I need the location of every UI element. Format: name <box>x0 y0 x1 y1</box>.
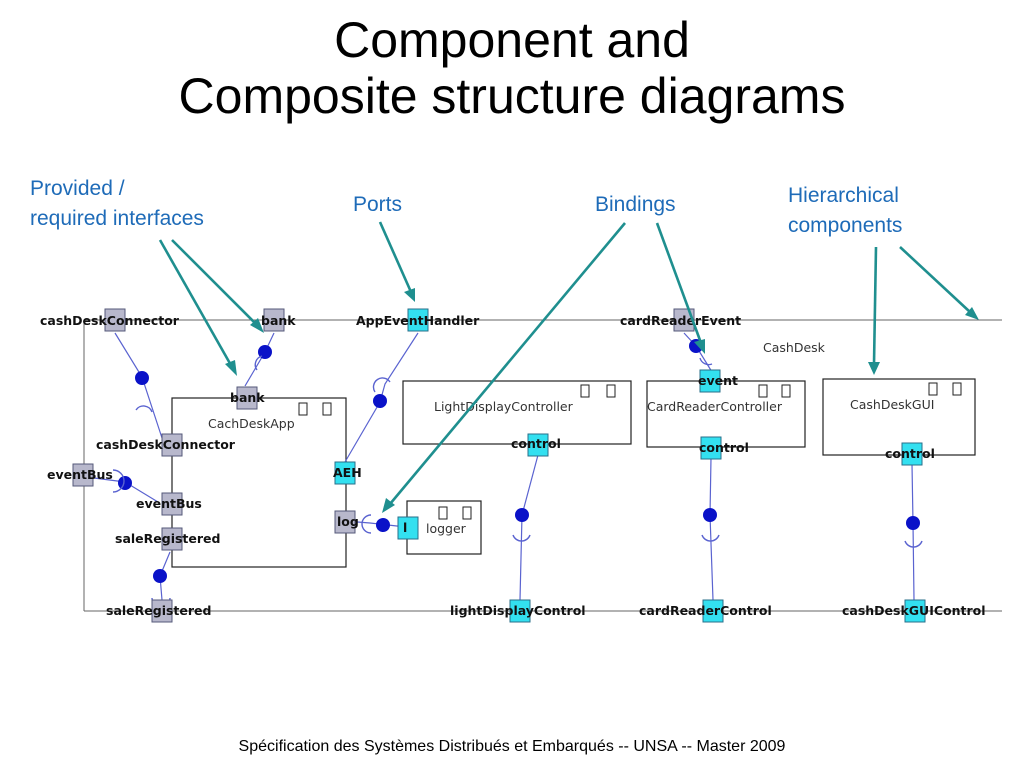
port-cardreaderevent-outer-label: cardReaderEvent <box>620 313 741 328</box>
port-lightdisplaycontrol-outer-label: lightDisplayControl <box>450 603 586 618</box>
port-bank-outer[interactable] <box>263 308 285 332</box>
port-bank-inner-label: bank <box>230 390 265 405</box>
port-cashdeskconnector-outer-label: cashDeskConnector <box>40 313 180 328</box>
port-cashdeskconnector-inner[interactable] <box>161 433 183 457</box>
port-logger-label: l <box>403 520 407 535</box>
title-line-2: Composite structure diagrams <box>178 68 846 124</box>
port-cashdeskguicontrol-outer[interactable] <box>904 599 926 623</box>
port-lightdisplaycontrol-outer[interactable] <box>509 599 531 623</box>
port-eventbus-inner-label: eventBus <box>136 496 202 511</box>
port-eventbus-outer[interactable] <box>72 463 94 487</box>
port-appeventhandler-outer-label: AppEventHandler <box>356 313 480 328</box>
port-aeh-label: AEH <box>333 465 362 480</box>
component-logger[interactable] <box>406 500 482 555</box>
component-cashdeskapp[interactable] <box>171 397 347 568</box>
port-bank-inner[interactable] <box>236 386 258 410</box>
title-line-1: Component and <box>334 12 690 68</box>
port-cashdeskguicontrol-outer-label: cashDeskGUIControl <box>842 603 986 618</box>
port-saleregistered-outer[interactable] <box>151 599 173 623</box>
port-cardreadercontrol-outer[interactable] <box>702 599 724 623</box>
component-cashdeskapp-label: CachDeskApp <box>208 416 295 431</box>
port-control-lightdisplay-label: control <box>511 436 561 451</box>
provided-interface-balls <box>118 339 920 583</box>
port-logger[interactable] <box>397 516 419 540</box>
port-eventbus-outer-label: eventBus <box>47 467 113 482</box>
callout-hierarchical-line-2: components <box>788 214 903 237</box>
callout-arrows <box>158 221 979 513</box>
port-control-lightdisplay[interactable] <box>527 433 549 457</box>
callout-interfaces: Provided / required interfaces <box>30 174 204 234</box>
port-eventbus-inner[interactable] <box>161 492 183 516</box>
port-saleregistered-inner[interactable] <box>161 527 183 551</box>
port-cashdeskconnector-outer[interactable] <box>104 308 126 332</box>
component-lightdisplaycontroller[interactable] <box>402 380 632 445</box>
port-log[interactable] <box>334 510 356 534</box>
port-saleregistered-inner-label: saleRegistered <box>115 531 220 546</box>
slide-footer: Spécification des Systèmes Distribués et… <box>238 738 786 755</box>
port-aeh[interactable] <box>334 461 356 485</box>
callout-hierarchical: Hierarchical components <box>788 181 902 241</box>
port-event-label: event <box>698 373 738 388</box>
port-cardreaderevent-outer[interactable] <box>673 308 695 332</box>
component-cardreadercontroller[interactable] <box>646 380 806 448</box>
port-event[interactable] <box>699 369 721 393</box>
callout-bindings: Bindings <box>595 193 676 216</box>
component-icon <box>298 382 962 520</box>
port-saleregistered-outer-label: saleRegistered <box>106 603 211 618</box>
port-cardreadercontrol-outer-label: cardReaderControl <box>639 603 772 618</box>
port-appeventhandler-outer[interactable] <box>407 308 429 332</box>
component-cardreadercontroller-label: CardReaderController <box>647 399 783 414</box>
port-cashdeskconnector-inner-label: cashDeskConnector <box>96 437 236 452</box>
callout-interfaces-line-1: Provided / <box>30 177 125 200</box>
slide-title: Component and Composite structure diagra… <box>0 12 1024 124</box>
callout-ports: Ports <box>353 193 403 216</box>
callout-interfaces-line-2: required interfaces <box>30 207 204 230</box>
port-log-label: log <box>337 514 359 529</box>
port-control-cashdeskgui-label: control <box>885 446 935 461</box>
component-cashdeskgui-label: CashDeskGUI <box>850 397 934 412</box>
callout-hierarchical-line-1: Hierarchical <box>788 184 899 207</box>
composite-name: CashDesk <box>763 340 826 355</box>
port-control-cardreader[interactable] <box>700 436 722 460</box>
component-lightdisplaycontroller-label: LightDisplayController <box>434 399 574 414</box>
component-logger-label: logger <box>426 521 467 536</box>
port-control-cashdeskgui[interactable] <box>901 442 923 466</box>
port-bank-outer-label: bank <box>261 313 296 328</box>
component-cashdeskgui[interactable] <box>822 378 976 456</box>
port-control-cardreader-label: control <box>699 440 749 455</box>
